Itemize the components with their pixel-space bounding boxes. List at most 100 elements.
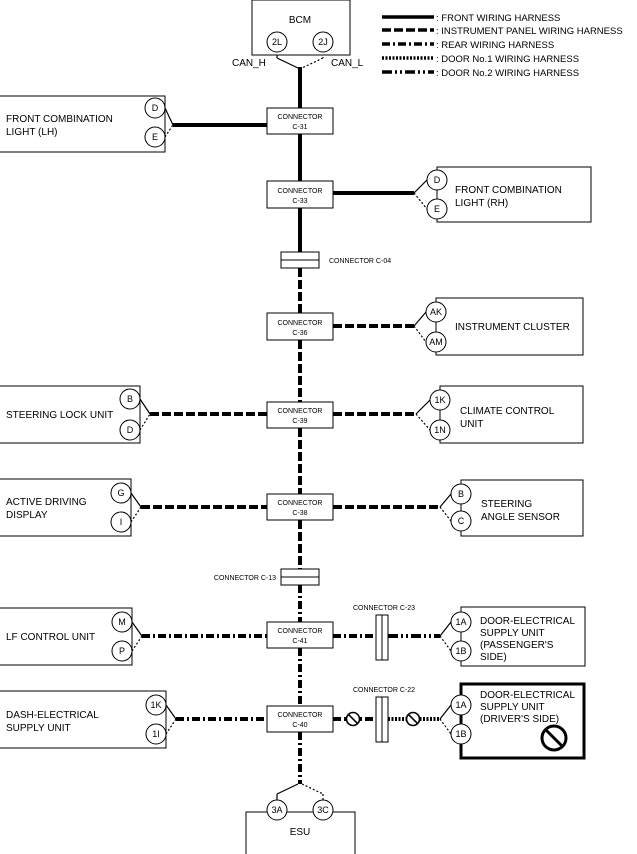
front-lh-pin-d (144, 97, 166, 119)
prohibited-icon (405, 711, 421, 727)
steering-lock-pin-b-label: B (127, 394, 133, 404)
connector-c41: CONNECTOR C-41 (266, 621, 334, 649)
front-rh-pin-d-label: D (434, 175, 441, 185)
connector-c40-line2: C-40 (292, 722, 307, 729)
steering-lock-label: STEERING LOCK UNIT (6, 410, 113, 421)
active-driving-pin-i (110, 511, 132, 533)
instrument-cluster-pin-ak (425, 301, 447, 323)
door-passenger-pin-1b (450, 640, 472, 662)
connector-c33-line1: CONNECTOR (278, 188, 323, 195)
connector-c13: CONNECTOR C-13 (214, 568, 320, 586)
esu-pin-3a (266, 799, 288, 821)
steering-angle-pin-c (450, 510, 472, 532)
steering-lock-pin-d-label: D (127, 425, 134, 435)
bcm-unit: BCM 2L 2J (251, 0, 351, 56)
door-passenger-label-4: SIDE) (480, 652, 507, 663)
instrument-cluster-pin-am-label: AM (429, 337, 443, 347)
connector-c23: CONNECTOR C-23 (353, 605, 415, 661)
front-lh-pin-d-label: D (152, 103, 159, 113)
trunk-wires (276, 53, 324, 801)
door-passenger-label-3: (PASSENGER'S (480, 640, 554, 651)
legend-label-front: : FRONT WIRING HARNESS (436, 13, 560, 24)
connector-c38-line2: C-38 (292, 510, 307, 517)
steering-lock-pin-b (119, 388, 141, 410)
branch-wires (130, 107, 452, 735)
door-driver-label-2: SUPPLY UNIT (480, 702, 545, 713)
esu-pin-3a-label: 3A (271, 805, 282, 815)
prohibited-icon (345, 711, 361, 727)
lf-control-pin-m (111, 611, 133, 633)
steering-angle-label-1: STEERING (481, 499, 532, 510)
front-rh-label-1: FRONT COMBINATION (455, 185, 562, 196)
steering-angle-sensor: STEERING ANGLE SENSOR B C (450, 479, 584, 537)
climate-control-pin-1k (429, 389, 451, 411)
steering-lock-pin-d (119, 419, 141, 441)
connector-c39: CONNECTOR C-39 (266, 401, 334, 429)
door-driver-label-3: (DRIVER'S SIDE) (480, 714, 559, 725)
instrument-cluster-pin-ak-label: AK (430, 307, 442, 317)
legend-label-door2: : DOOR No.2 WIRING HARNESS (436, 68, 579, 79)
lf-control-label: LF CONTROL UNIT (6, 632, 95, 643)
door-passenger-pin-1a-label: 1A (455, 617, 466, 627)
climate-control-pin-1n-label: 1N (434, 425, 446, 435)
front-combination-light-rh: FRONT COMBINATION LIGHT (RH) D E (426, 166, 592, 223)
connector-c39-line1: CONNECTOR (278, 408, 323, 415)
connector-c36-line2: C-36 (292, 330, 307, 337)
active-driving-pin-g-label: G (117, 488, 124, 498)
active-driving-label-2: DISPLAY (6, 510, 48, 521)
door-driver-pin-1a (450, 694, 472, 716)
door-driver-pin-1a-label: 1A (455, 700, 466, 710)
connector-c13-label: CONNECTOR C-13 (214, 575, 276, 582)
steering-lock-unit: STEERING LOCK UNIT B D (0, 385, 141, 444)
legend: : FRONT WIRING HARNESS : INSTRUMENT PANE… (382, 13, 623, 79)
door-passenger-label-2: SUPPLY UNIT (480, 628, 545, 639)
front-rh-pin-d (426, 169, 448, 191)
bcm-pin-2l-label: 2L (272, 37, 282, 47)
connector-c33: CONNECTOR C-33 (266, 180, 334, 209)
esu-label: ESU (290, 827, 311, 838)
climate-control-unit: CLIMATE CONTROL UNIT 1K 1N (429, 385, 584, 444)
connector-c04-label: CONNECTOR C-04 (329, 258, 391, 265)
door-electrical-supply-unit-passenger: DOOR-ELECTRICAL SUPPLY UNIT (PASSENGER'S… (450, 606, 586, 667)
connector-c31-line1: CONNECTOR (278, 114, 323, 121)
dash-electrical-pin-1i-label: 1I (152, 729, 160, 739)
lf-control-pin-p (111, 640, 133, 662)
front-rh-pin-e (426, 198, 448, 220)
active-driving-display: ACTIVE DRIVING DISPLAY G I (0, 478, 132, 537)
climate-control-label-2: UNIT (460, 419, 483, 430)
instrument-cluster-label: INSTRUMENT CLUSTER (455, 322, 570, 333)
connector-c22: CONNECTOR C-22 (353, 687, 415, 743)
connector-c39-line2: C-39 (292, 418, 307, 425)
climate-control-label-1: CLIMATE CONTROL (460, 406, 555, 417)
steering-angle-pin-b (450, 483, 472, 505)
door-passenger-label-1: DOOR-ELECTRICAL (480, 616, 575, 627)
dash-electrical-pin-1k-label: 1K (150, 700, 161, 710)
legend-label-instrument: : INSTRUMENT PANEL WIRING HARNESS (436, 26, 623, 37)
instrument-cluster: INSTRUMENT CLUSTER AK AM (425, 297, 584, 356)
can-l-label: CAN_L (331, 58, 364, 69)
front-rh-label-2: LIGHT (RH) (455, 198, 508, 209)
connector-c38: CONNECTOR C-38 (266, 493, 334, 521)
front-lh-label-1: FRONT COMBINATION (6, 114, 113, 125)
active-driving-label-1: ACTIVE DRIVING (6, 497, 87, 508)
bcm-pin-2j (312, 31, 334, 53)
dash-electrical-pin-1i (145, 723, 167, 745)
prohibited-icon (540, 724, 568, 752)
connector-c23-label: CONNECTOR C-23 (353, 605, 415, 612)
esu-unit: ESU 3A 3C (245, 799, 356, 854)
dash-electrical-label-2: SUPPLY UNIT (6, 723, 71, 734)
connector-c41-line2: C-41 (292, 638, 307, 645)
steering-angle-label-2: ANGLE SENSOR (481, 512, 560, 523)
door-driver-label-1: DOOR-ELECTRICAL (480, 690, 575, 701)
legend-label-rear: : REAR WIRING HARNESS (436, 40, 554, 51)
climate-control-pin-1n (429, 419, 451, 441)
esu-pin-3c-label: 3C (317, 805, 329, 815)
steering-angle-pin-c-label: C (458, 516, 465, 526)
climate-control-pin-1k-label: 1K (434, 395, 445, 405)
can-h-label: CAN_H (232, 58, 266, 69)
active-driving-pin-g (110, 482, 132, 504)
connector-c40: CONNECTOR C-40 (266, 705, 334, 733)
dash-electrical-supply-unit: DASH-ELECTRICAL SUPPLY UNIT 1K 1I (0, 690, 167, 749)
lf-control-unit: LF CONTROL UNIT M P (0, 607, 133, 666)
